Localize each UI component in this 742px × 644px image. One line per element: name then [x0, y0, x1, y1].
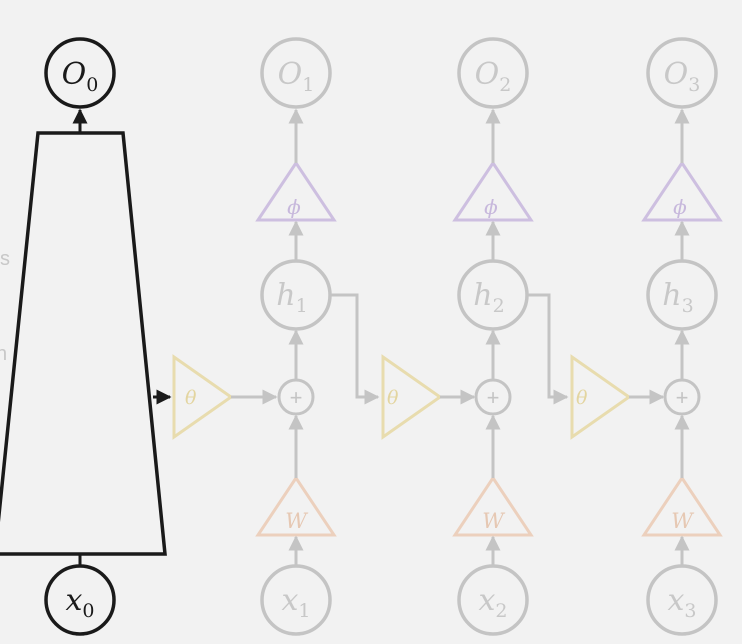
edge-fragment-s: s: [0, 248, 10, 270]
phi-triangle-1: [255, 160, 337, 222]
hidden-2-subscript: 2: [493, 295, 505, 317]
w-triangle-3: [641, 475, 723, 537]
phi-label-2: ϕ: [484, 195, 498, 219]
output-3-subscript: 3: [688, 74, 700, 96]
input-2-label: x: [478, 583, 495, 618]
hidden-3-label: h: [662, 278, 681, 313]
phi-triangle-2: [452, 160, 534, 222]
w-triangle-1: [255, 475, 337, 537]
svg-text:O3: O3: [664, 57, 701, 96]
svg-text:x1: x1: [281, 583, 310, 622]
sum-label-2: +: [487, 385, 500, 410]
input-1-label: x: [281, 583, 298, 618]
phi-label-3: ϕ: [673, 195, 687, 219]
svg-text:h3: h3: [662, 278, 693, 317]
phi-label-1: ϕ: [287, 195, 301, 219]
theta-label-1: θ: [185, 387, 197, 409]
input-1-subscript: 1: [298, 600, 310, 622]
sum-label-1: +: [290, 385, 303, 410]
input-3-subscript: 3: [684, 600, 696, 622]
hidden-3-subscript: 3: [682, 295, 694, 317]
svg-text:O2: O2: [475, 57, 512, 96]
output-node-1: [260, 37, 332, 109]
phi-triangle-3: [641, 160, 723, 222]
svg-text:O0: O0: [62, 57, 99, 96]
input-2-subscript: 2: [495, 600, 507, 622]
theta-label-2: θ: [387, 387, 399, 409]
hidden-1-label: h: [276, 278, 295, 313]
w-label-3: W: [671, 509, 695, 533]
output-1-label: O: [278, 57, 303, 92]
output-node-3: [646, 37, 718, 109]
input-3-label: x: [667, 583, 684, 618]
svg-text:x2: x2: [478, 583, 507, 622]
recurrent-edge-2-to-3: [527, 293, 569, 405]
theta-triangle-1: [172, 354, 234, 440]
w-label-1: W: [285, 509, 309, 533]
hidden-1-subscript: 1: [296, 295, 308, 317]
output-2-label: O: [475, 57, 500, 92]
edge-fragment-n: n: [0, 343, 7, 365]
step-2-block: θ + W x2 h2 ϕ O2: [381, 37, 569, 636]
w-label-2: W: [482, 509, 506, 533]
output-0-label: O: [62, 57, 87, 92]
output-node-0: O0: [44, 37, 116, 109]
theta-label-3: θ: [576, 387, 588, 409]
svg-text:h1: h1: [276, 278, 307, 317]
input-0-label: x: [65, 583, 82, 618]
step-1-block: θ + W x1 h1 ϕ O1: [172, 37, 380, 636]
svg-text:x3: x3: [667, 583, 696, 622]
svg-text:x0: x0: [65, 583, 94, 622]
output-0-subscript: 0: [86, 74, 98, 96]
output-3-label: O: [664, 57, 689, 92]
output-node-2: [457, 37, 529, 109]
output-2-subscript: 2: [499, 74, 511, 96]
output-1-subscript: 1: [302, 74, 314, 96]
svg-text:h2: h2: [473, 278, 504, 317]
w-triangle-2: [452, 475, 534, 537]
svg-text:O1: O1: [278, 57, 315, 96]
recurrent-edge-1-to-2: [330, 293, 380, 405]
sum-label-3: +: [676, 385, 689, 410]
step-3-block: θ + W x3 h3 ϕ O3: [570, 37, 723, 636]
hidden-2-label: h: [473, 278, 492, 313]
theta-triangle-3: [570, 354, 632, 440]
input-0-subscript: 0: [82, 600, 94, 622]
theta-triangle-2: [381, 354, 443, 440]
step-0-block: O0 x0 s n: [0, 37, 172, 636]
network-trapezoid: [0, 131, 167, 556]
